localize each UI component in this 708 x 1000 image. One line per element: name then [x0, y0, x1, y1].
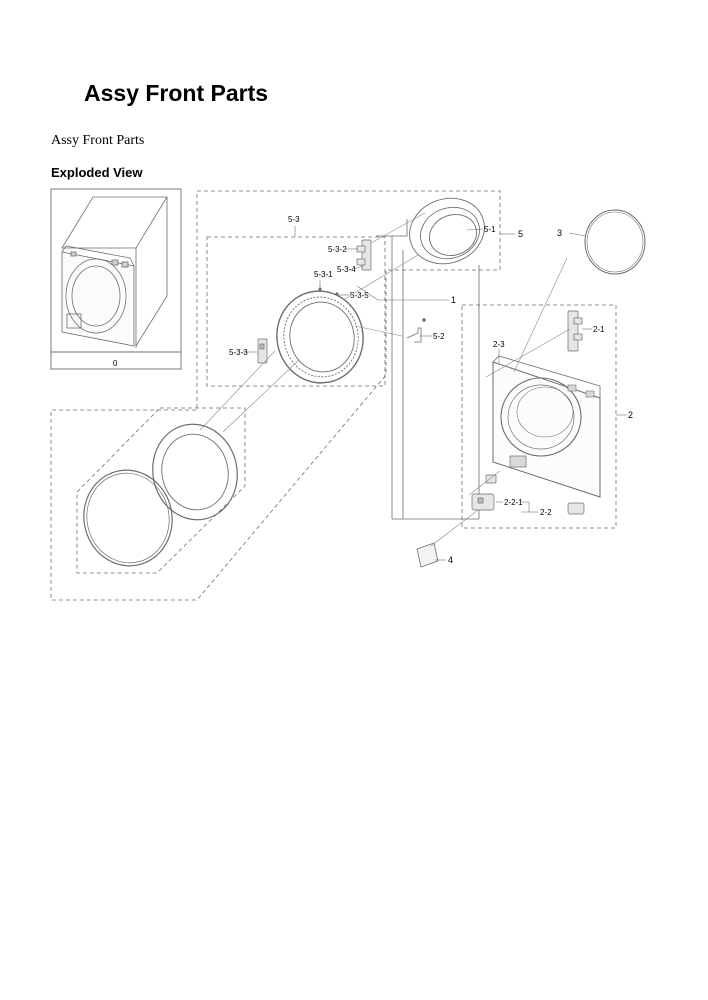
- front-panel-group-2: [461, 304, 617, 529]
- callout-2-2-1: 2-2-1: [504, 498, 523, 507]
- door-glass-group: [76, 407, 246, 574]
- callout-2: 2: [628, 410, 633, 420]
- callout-2-2: 2-2: [540, 508, 552, 517]
- assembly-outline: [50, 190, 501, 601]
- door-hook-part-5-2: [406, 318, 426, 343]
- callout-3: 3: [557, 228, 562, 238]
- callout-1: 1: [451, 295, 456, 305]
- washer-cabinet-illustration: [61, 196, 168, 348]
- callout-5-3-5: 5-3-5: [350, 291, 369, 300]
- assembly-guide-lines: [199, 212, 571, 547]
- assembly-plane: [376, 219, 480, 520]
- service-cover-part-4: [416, 542, 439, 568]
- callout-5-3-1: 5-3-1: [314, 270, 333, 279]
- handle-part-5-3-3: [257, 338, 268, 364]
- callout-2-3: 2-3: [493, 340, 505, 349]
- callout-2-1: 2-1: [593, 325, 605, 334]
- door-cover-part-5-1: [409, 197, 485, 265]
- callout-5-3-3: 5-3-3: [229, 348, 248, 357]
- section-heading: Exploded View: [51, 165, 143, 180]
- callout-4: 4: [448, 555, 453, 565]
- front-panel-part-2-3: [492, 355, 601, 498]
- door-glass-illustration: [83, 423, 238, 567]
- door-lock-part-2-2: [471, 474, 585, 515]
- door-frame-part-5-3: [276, 290, 364, 384]
- screw-part-5-3-5: [335, 292, 339, 296]
- callout-5-3-2: 5-3-2: [328, 245, 347, 254]
- gasket-ring-part-3: [584, 209, 646, 275]
- callout-5: 5: [518, 229, 523, 239]
- callout-5-2: 5-2: [433, 332, 445, 341]
- hinge-part-5-3-2: [356, 239, 372, 271]
- page-subtitle: Assy Front Parts: [51, 133, 145, 148]
- callout-5-3-4: 5-3-4: [337, 265, 356, 274]
- hinge-part-2-1: [567, 310, 583, 352]
- callout-5-3: 5-3: [288, 215, 300, 224]
- screw-part-5-3-1: [318, 287, 322, 291]
- door-frame-group-5-3: [206, 236, 386, 387]
- page-title: Assy Front Parts: [84, 80, 269, 106]
- inset-washer-frame: [50, 188, 182, 370]
- callout-0: 0: [113, 359, 118, 368]
- callout-5-1: 5-1: [484, 225, 496, 234]
